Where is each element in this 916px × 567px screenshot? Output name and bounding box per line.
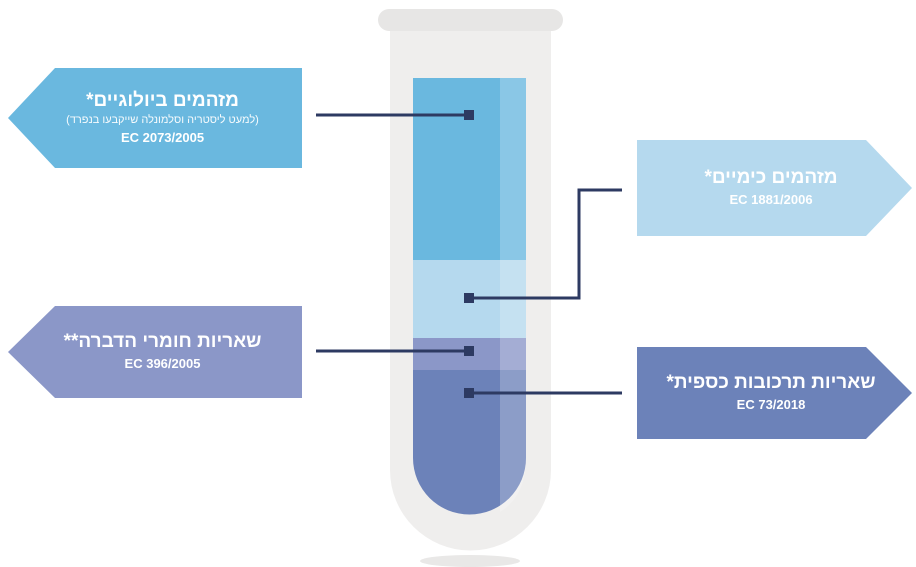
label-pesticide-title: שאריות חומרי הדברה** [64,330,262,354]
label-biological-regulation: EC 2073/2005 [121,128,204,148]
tube-highlight [500,78,526,512]
label-biological-title: מזהמים ביולוגיים* [86,89,239,113]
connector-node-mercury [464,388,474,398]
connector-node-pesticide [464,346,474,356]
test-tube-cap [378,9,563,31]
label-chemical-title: מזהמים כימיים* [704,166,837,190]
label-mercury-residues: שאריות תרכובות כספית* EC 73/2018 [640,347,902,439]
tube-shadow [420,555,520,567]
label-chemical-regulation: EC 1881/2006 [729,190,812,210]
label-pesticide-residues: שאריות חומרי הדברה** EC 396/2005 [20,306,305,398]
label-chemical-contaminants: מזהמים כימיים* EC 1881/2006 [640,140,902,236]
label-mercury-title: שאריות תרכובות כספית* [666,371,875,395]
connector-node-biological [464,110,474,120]
connector-node-chemical [464,293,474,303]
label-biological-subtitle: (למעט ליסטריה וסלמונלה שייקבעו בנפרד) [66,113,259,128]
label-mercury-regulation: EC 73/2018 [737,395,806,415]
label-biological-contaminants: מזהמים ביולוגיים* (למעט ליסטריה וסלמונלה… [20,68,305,168]
label-pesticide-regulation: EC 396/2005 [125,354,201,374]
